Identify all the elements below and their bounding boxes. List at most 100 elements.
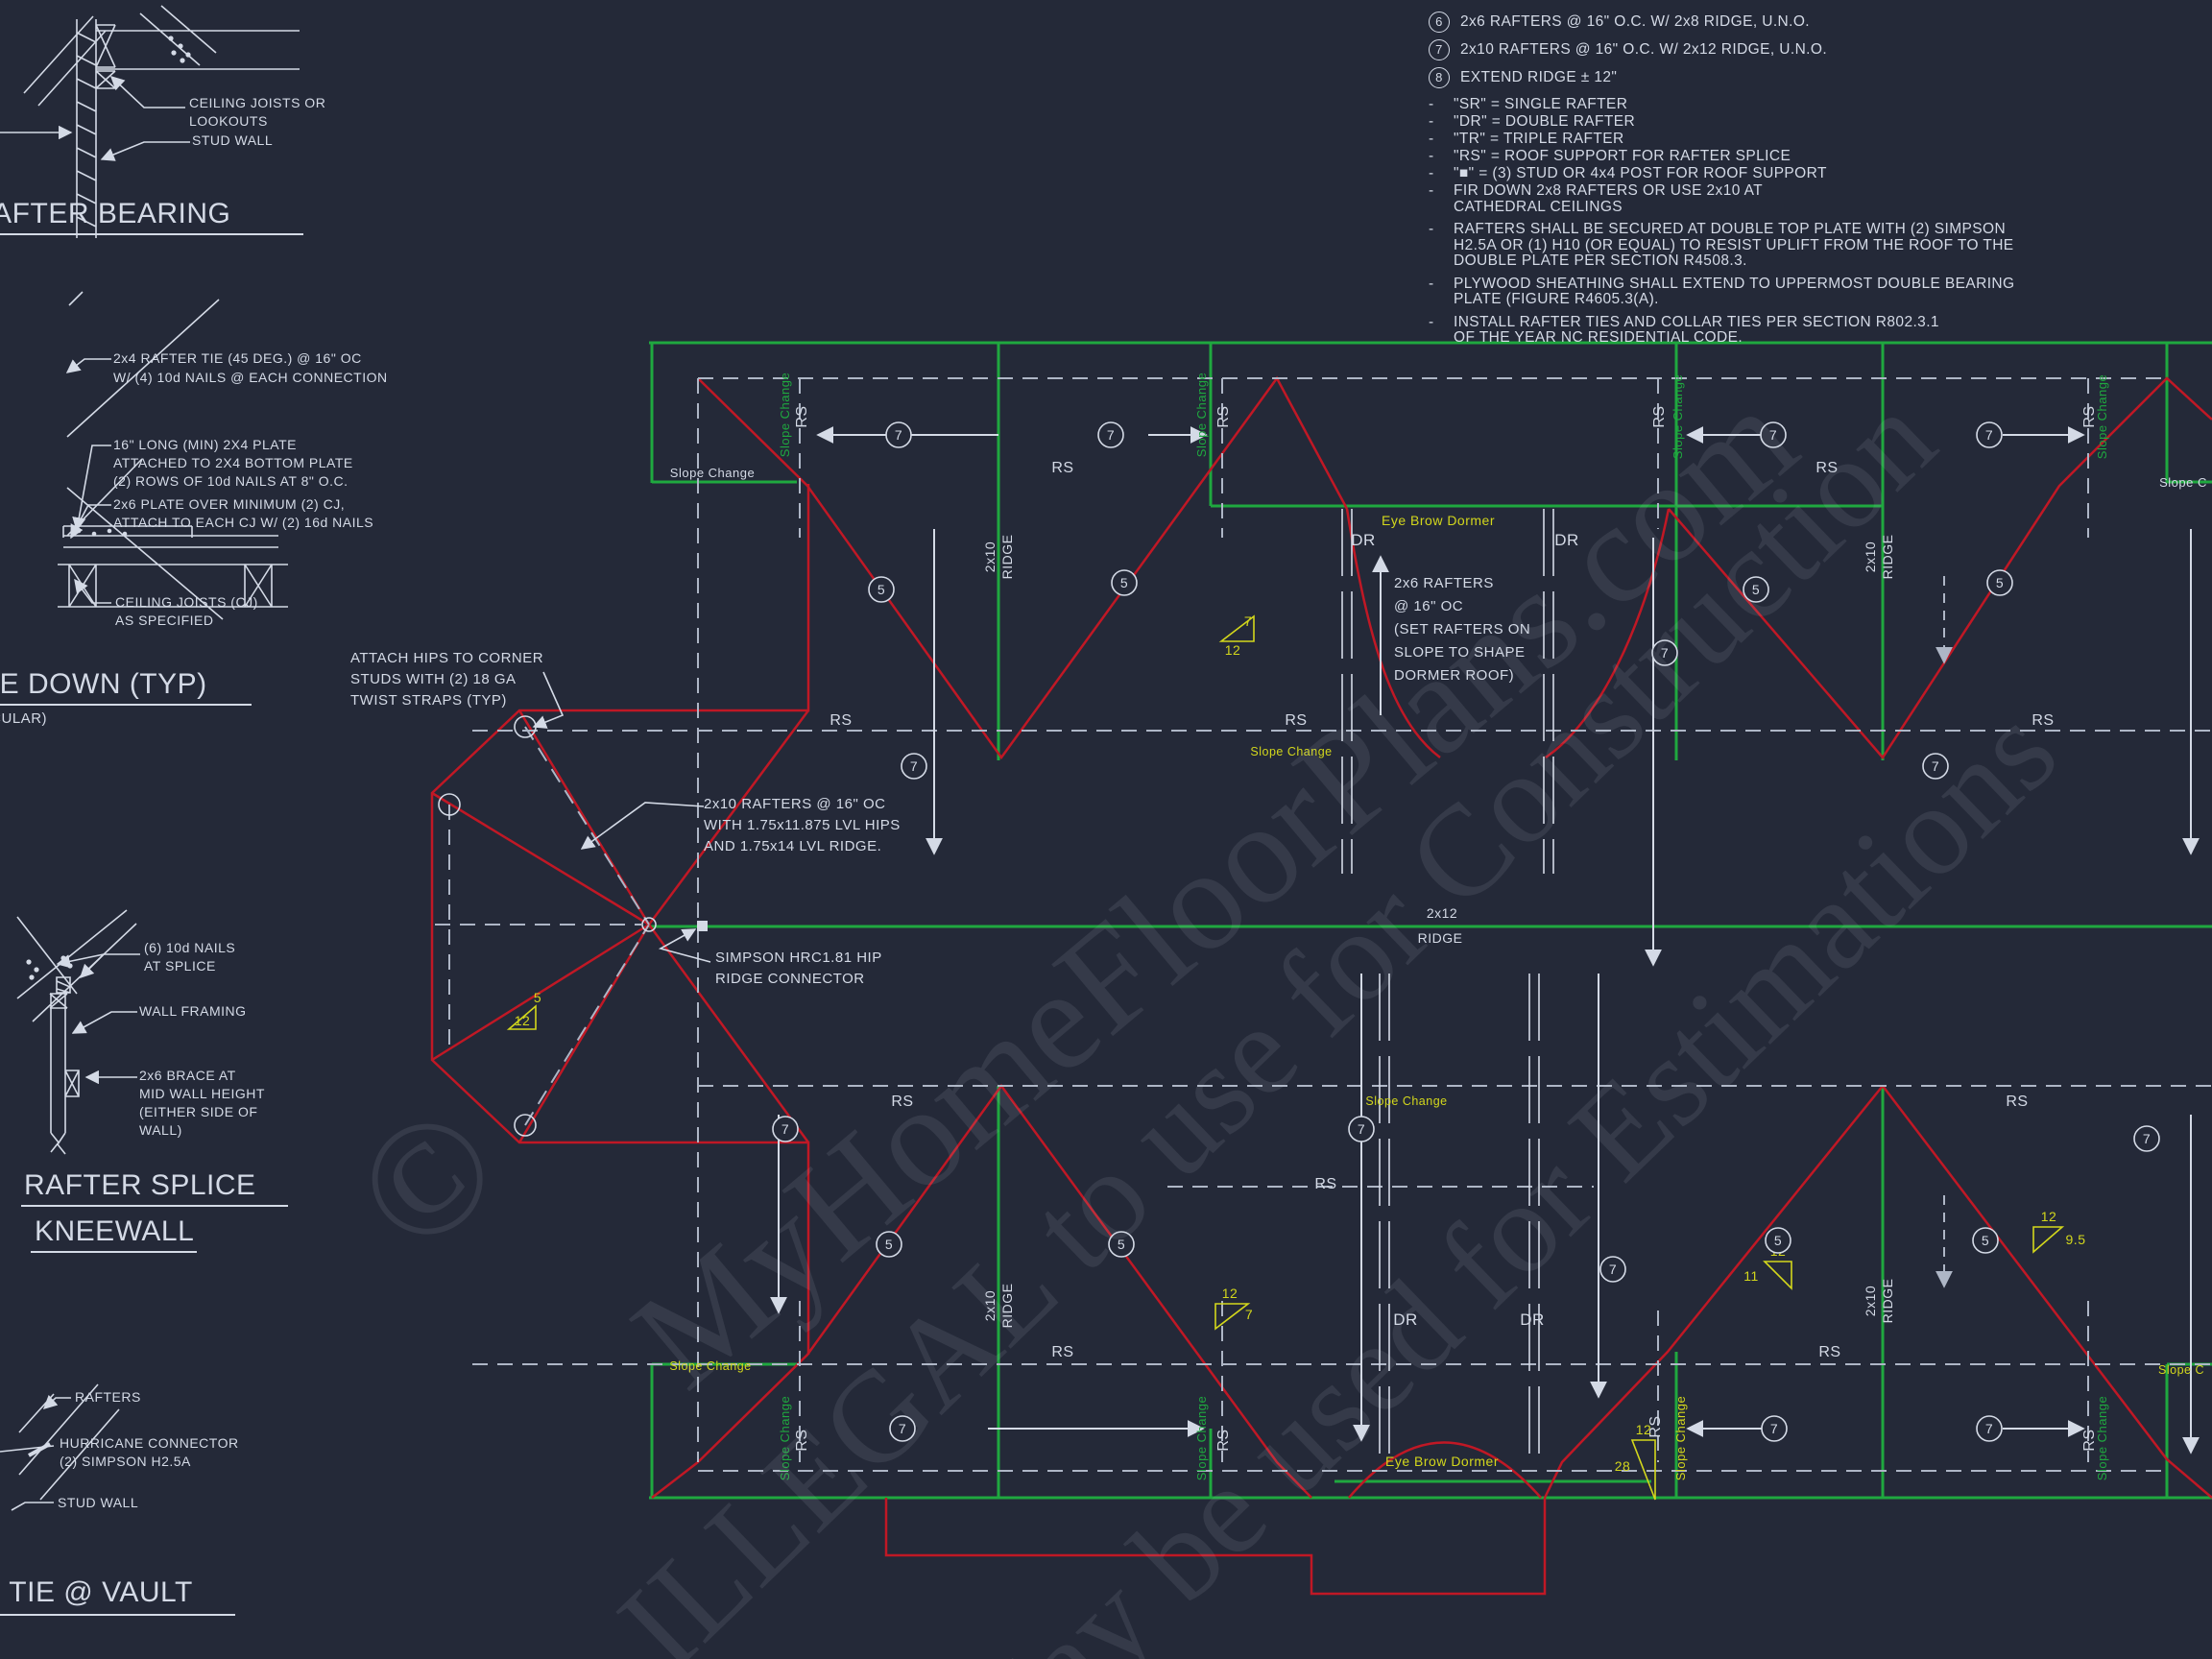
note-number-circle: 8 <box>1429 67 1450 88</box>
plan-label: RS <box>1647 1415 1664 1437</box>
circled-number-7: 7 <box>772 1116 799 1142</box>
bullet-dash: - <box>1429 182 1434 199</box>
circled-number-text: 5 <box>878 582 885 597</box>
plan-label: RAFTER SPLICE <box>24 1169 256 1201</box>
plan-label: Slope Change <box>2095 374 2109 459</box>
plan-label: Slope Change <box>1194 1396 1209 1480</box>
plan-label: DR <box>1554 531 1579 549</box>
plan-label: RS <box>1818 1344 1840 1360</box>
circled-number-7: 7 <box>1651 639 1678 666</box>
plan-label: KNEEWALL <box>35 1215 194 1247</box>
bullet-note: - PLYWOOD SHEATHING SHALL EXTEND TO UPPER… <box>1429 276 2120 308</box>
circled-number-7: 7 <box>1097 421 1124 448</box>
plan-note: HURRICANE CONNECTOR(2) SIMPSON H2.5A <box>60 1435 239 1469</box>
circled-number-text: 7 <box>1985 427 1993 443</box>
rafter-direction-arrows <box>770 426 2200 1455</box>
bullet-note: -RAFTERS SHALL BE SECURED AT DOUBLE TOP … <box>1429 221 2120 270</box>
circled-number-7: 7 <box>1348 1116 1375 1142</box>
circled-number-7: 7 <box>885 421 912 448</box>
plan-label: 12 <box>1222 1286 1238 1301</box>
circled-number-text: 7 <box>1358 1121 1365 1137</box>
circled-number-text: 5 <box>1774 1233 1782 1248</box>
circled-number-5: 5 <box>1743 576 1769 603</box>
circled-number-7: 7 <box>1761 1415 1788 1442</box>
plan-label: RS <box>1051 460 1073 476</box>
circled-number-text: 7 <box>910 758 918 774</box>
circled-number-7: 7 <box>901 753 927 780</box>
plan-label: Slope Change <box>670 466 755 480</box>
plan-label: RAFTER TIE @ VAULT <box>0 1576 193 1608</box>
circled-number-text: 5 <box>1752 582 1760 597</box>
plan-label: RIDGE <box>1418 930 1463 946</box>
detail-rafter-splice-kneewall <box>16 909 140 1155</box>
plan-label: 28 <box>1615 1458 1631 1474</box>
circled-number-5: 5 <box>1111 569 1138 596</box>
plan-label: Slope Change <box>1671 374 1685 459</box>
plan-label: RS <box>2081 405 2098 427</box>
double-rafter-lines <box>1341 509 1554 1467</box>
note-number-circle: 7 <box>1429 39 1450 60</box>
plan-label: RIDGE <box>1880 1279 1895 1324</box>
plan-label: 7 <box>1245 1307 1253 1322</box>
red-hip-valley-lines <box>430 375 2212 1596</box>
circled-number-text: 7 <box>899 1421 906 1436</box>
circled-number-7: 7 <box>1976 1415 2003 1442</box>
plan-note: 2x6 PLATE OVER MINIMUM (2) CJ,ATTACH TO … <box>113 496 373 530</box>
plan-label: RS <box>794 1429 810 1451</box>
roof-support-square <box>697 921 708 931</box>
plan-label: 12 <box>2041 1209 2057 1224</box>
note-text: PLYWOOD SHEATHING SHALL EXTEND TO UPPERM… <box>1454 275 2015 307</box>
circled-number-5: 5 <box>1972 1227 1999 1254</box>
plan-label: TIE DOWN (TYP) <box>0 668 207 700</box>
circled-number-text: 7 <box>895 427 902 443</box>
plan-note: STUD WALL <box>58 1495 138 1510</box>
bullet-note: -"DR" = DOUBLE RAFTER <box>1429 113 2120 131</box>
plan-label: RS <box>794 405 810 427</box>
note-text: "TR" = TRIPLE RAFTER <box>1454 131 1624 147</box>
bullet-note: -"TR" = TRIPLE RAFTER <box>1429 131 2120 148</box>
plan-label: Eye Brow Dormer <box>1385 1454 1499 1469</box>
circled-number-7: 7 <box>1976 421 2003 448</box>
detail-rafter-bearing <box>0 5 300 238</box>
plan-label: Slope Change <box>1365 1094 1447 1108</box>
plan-label: 2x10 <box>1863 541 1878 572</box>
dashed-eave-lines <box>435 377 2212 1472</box>
circled-number-text: 7 <box>1770 1421 1778 1436</box>
plan-note: STUD WALL <box>192 132 273 148</box>
bullet-note: -INSTALL RAFTER TIES AND COLLAR TIES PER… <box>1429 314 2120 347</box>
plan-label: Slope Change <box>2095 1396 2109 1480</box>
note-text: "DR" = DOUBLE RAFTER <box>1454 113 1636 130</box>
plan-label: RS <box>2006 1094 2028 1110</box>
circled-number-text: 7 <box>1985 1421 1993 1436</box>
circled-number-text: 5 <box>885 1237 893 1252</box>
plan-label: RIDGE <box>999 535 1015 580</box>
circled-number-text: 7 <box>2143 1131 2151 1146</box>
plan-note: WALL FRAMING <box>139 1003 247 1019</box>
plan-label: Slope Change <box>778 1396 792 1480</box>
bullet-dash: - <box>1429 96 1434 112</box>
bullet-notes: -"SR" = SINGLE RAFTER-"DR" = DOUBLE RAFT… <box>1429 96 2120 347</box>
bullet-note: -"RS" = ROOF SUPPORT FOR RAFTER SPLICE <box>1429 148 2120 165</box>
detail-rafter-tie-vault <box>0 1383 120 1511</box>
plan-label: 2x10 <box>982 541 998 572</box>
circled-number-text: 5 <box>1118 1237 1125 1252</box>
circled-number-text: 5 <box>1982 1233 1989 1248</box>
circled-number-7: 7 <box>1922 753 1949 780</box>
bullet-dash: - <box>1429 275 1434 292</box>
plan-label: RIDGE <box>999 1284 1015 1329</box>
bullet-note: -"SR" = SINGLE RAFTER <box>1429 96 2120 113</box>
plan-label: DR <box>1520 1310 1545 1329</box>
plan-label: RS <box>830 712 852 729</box>
plan-label: 12 <box>1636 1422 1652 1437</box>
